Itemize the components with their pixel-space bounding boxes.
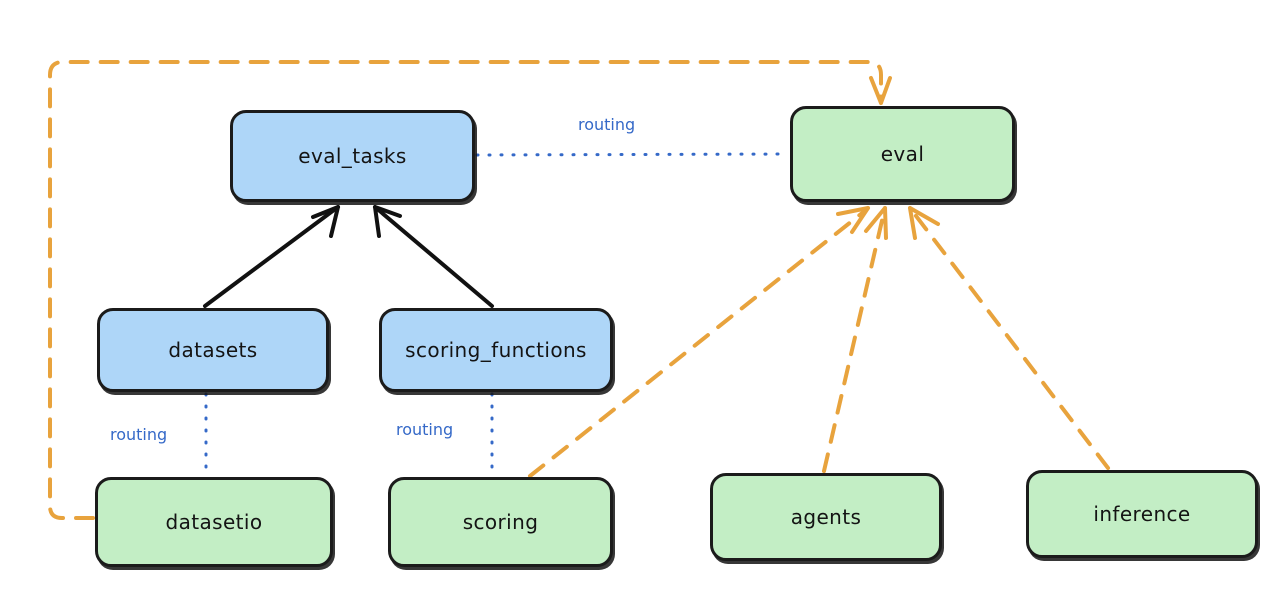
- node-scoring[interactable]: scoring: [388, 477, 613, 567]
- edge-label-routing-scoring-functions-scoring: routing: [396, 420, 454, 439]
- edge-scoring-functions-to-eval-tasks-arrowhead: [373, 205, 402, 238]
- node-datasetio-label: datasetio: [165, 510, 263, 534]
- edge-datasetio-to-eval-arrowhead: [869, 76, 892, 105]
- node-inference-label: inference: [1093, 502, 1191, 526]
- edge-label-routing-eval-tasks-eval: routing: [578, 115, 636, 134]
- node-eval-label: eval: [880, 142, 925, 166]
- node-eval-tasks[interactable]: eval_tasks: [230, 110, 475, 202]
- node-eval[interactable]: eval: [790, 106, 1015, 202]
- edge-datasets-to-eval-tasks-arrowhead: [311, 205, 340, 238]
- node-agents-label: agents: [790, 505, 862, 529]
- node-inference[interactable]: inference: [1026, 470, 1258, 558]
- edge-agents-to-eval-arrowhead: [864, 206, 888, 240]
- edge-inference-to-eval-arrowhead: [908, 206, 940, 240]
- edge-label-routing-datasets-datasetio: routing: [110, 425, 168, 444]
- node-agents[interactable]: agents: [710, 473, 942, 561]
- node-scoring-functions[interactable]: scoring_functions: [379, 308, 613, 392]
- edge-eval-tasks-to-eval: [475, 152, 789, 157]
- edge-scoring-to-eval-arrowhead: [836, 206, 870, 234]
- edge-datasets-to-eval-tasks: [203, 205, 340, 308]
- node-datasetio[interactable]: datasetio: [95, 477, 333, 567]
- node-eval-tasks-label: eval_tasks: [298, 144, 407, 168]
- edge-scoring-functions-to-eval-tasks: [373, 205, 494, 308]
- edge-inference-to-eval: [911, 210, 1110, 470]
- edge-agents-to-eval: [822, 210, 886, 473]
- node-datasets-label: datasets: [168, 338, 258, 362]
- node-datasets[interactable]: datasets: [97, 308, 329, 392]
- node-scoring-functions-label: scoring_functions: [405, 338, 587, 362]
- node-scoring-label: scoring: [462, 510, 539, 534]
